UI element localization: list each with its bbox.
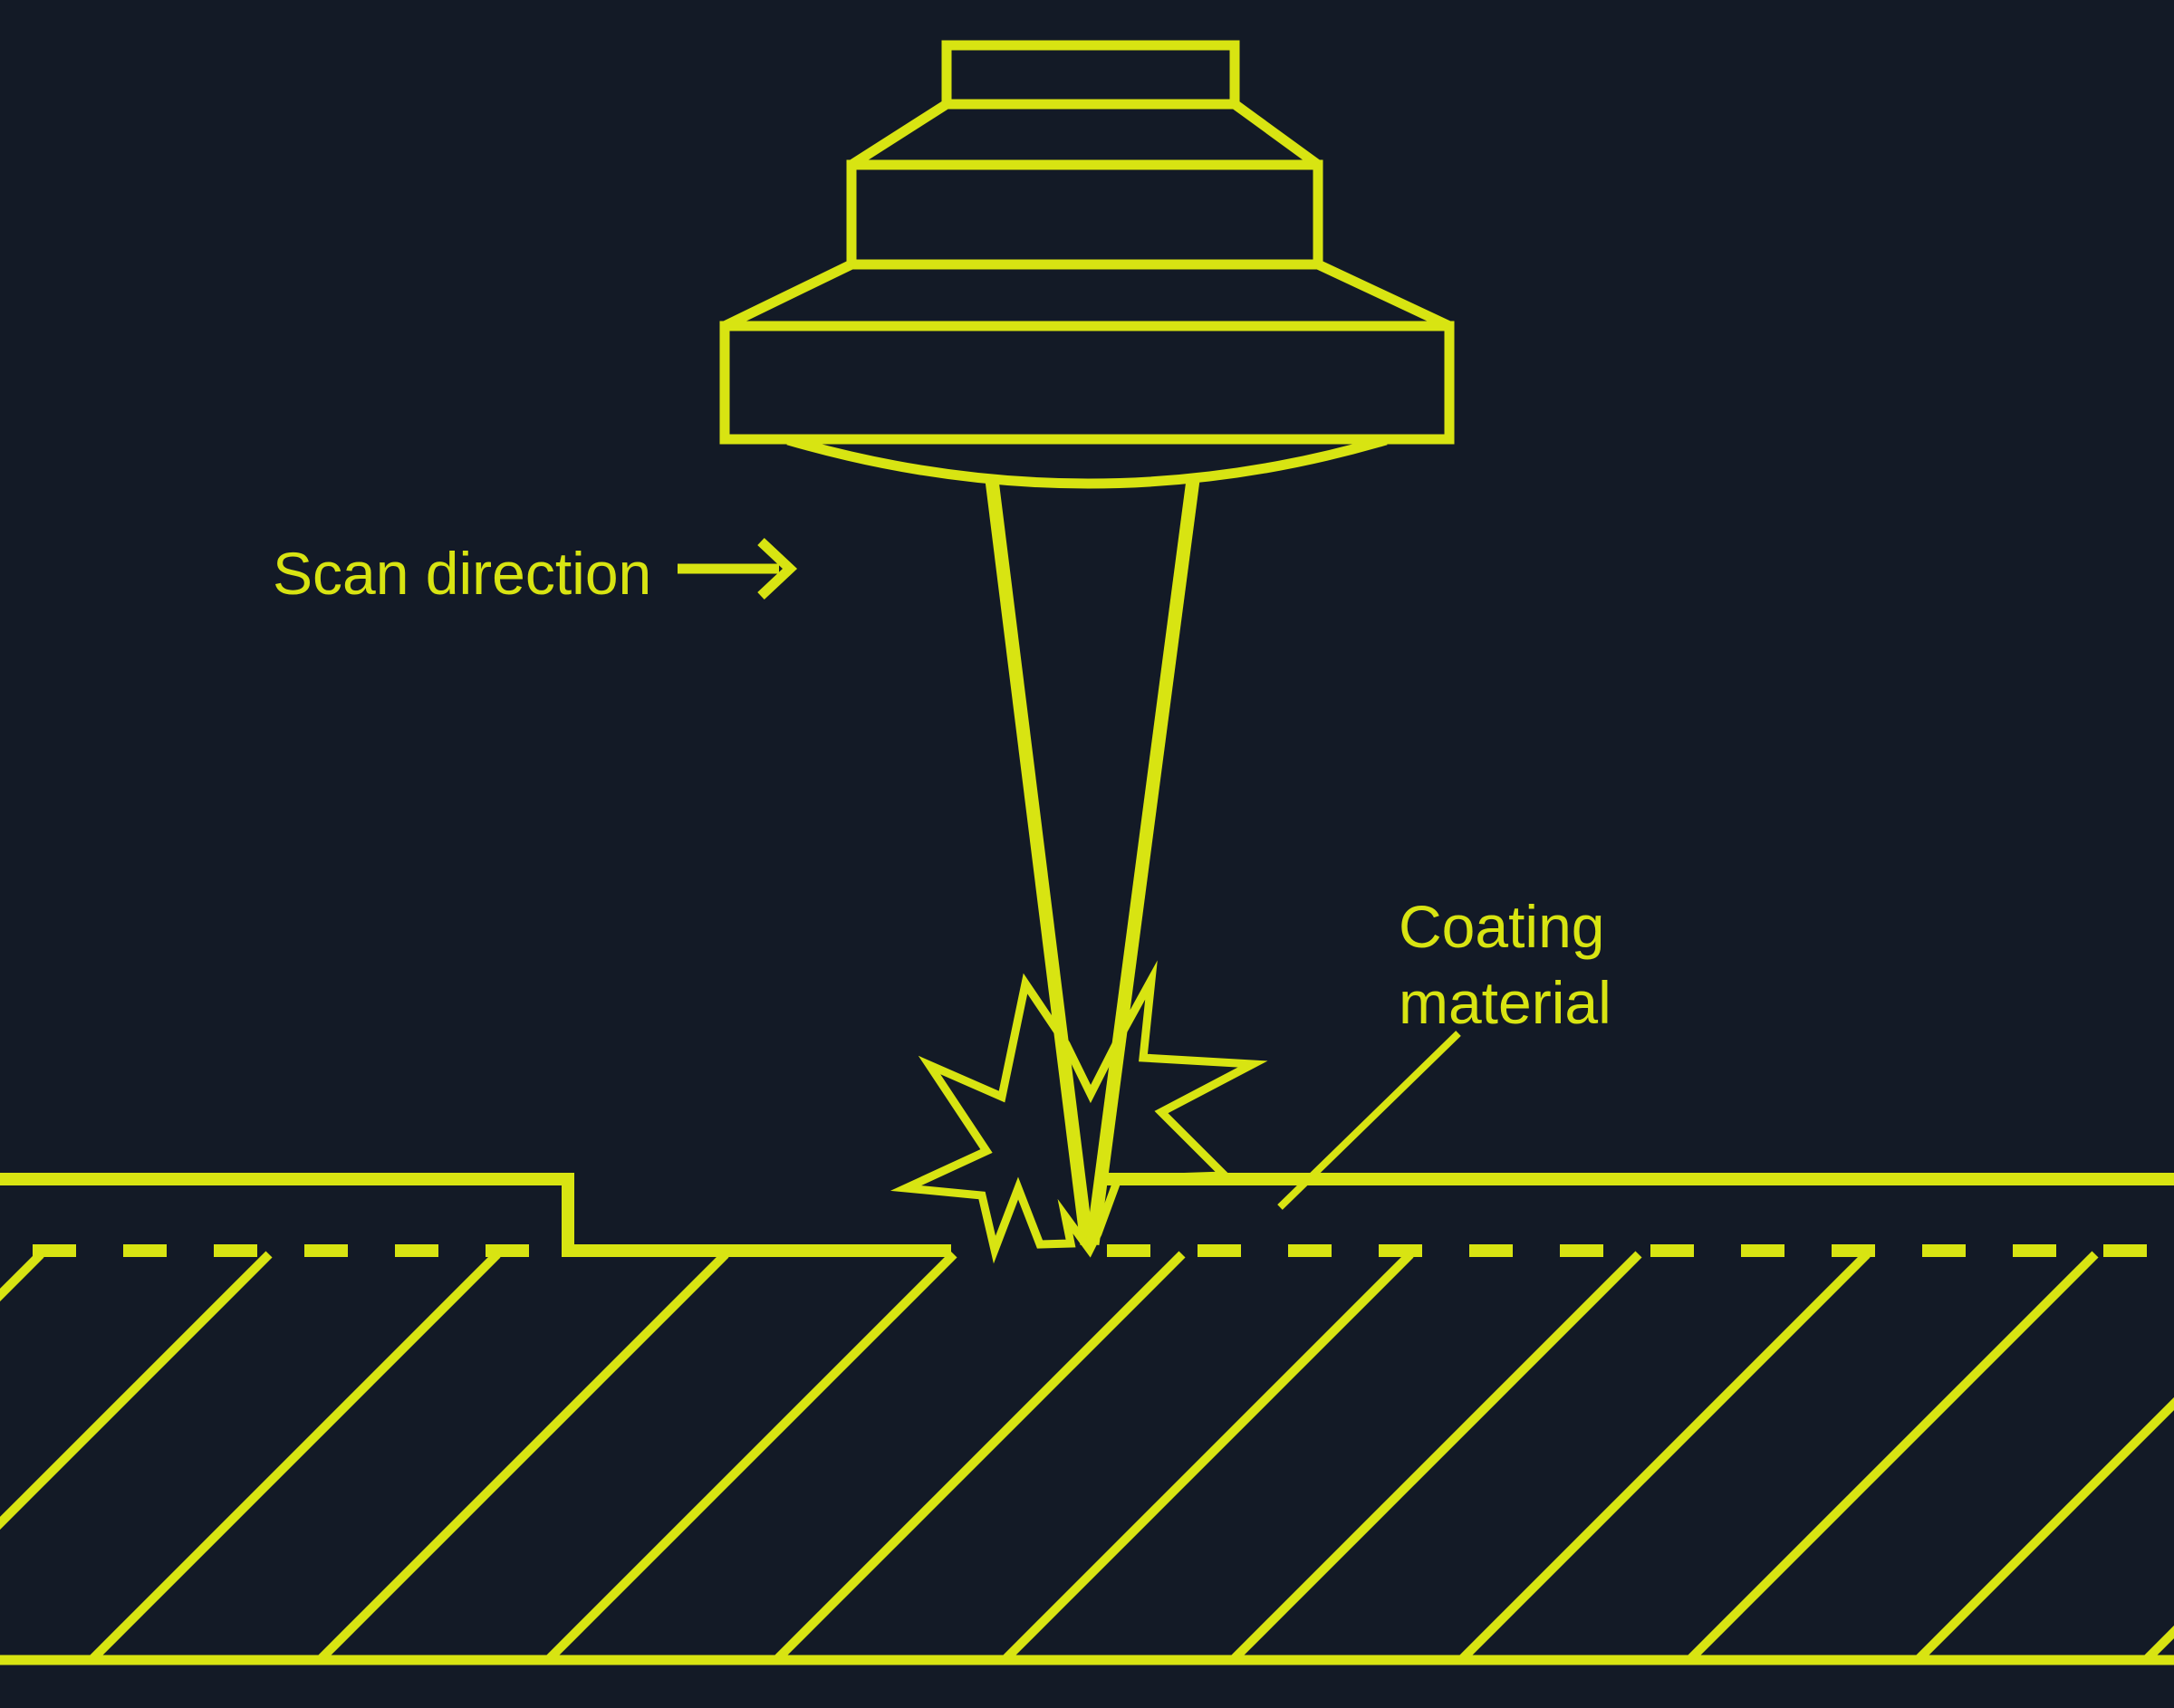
laser-beam xyxy=(985,479,1200,1245)
coating-surface-left-step xyxy=(0,1173,951,1257)
hatch-line xyxy=(544,1251,957,1664)
coating-material-label: Coating material xyxy=(1399,888,1611,1041)
hatch-line xyxy=(0,1251,273,1530)
hatch-line xyxy=(773,1251,1186,1664)
laser-beam-right-edge xyxy=(1085,479,1200,1245)
substrate-hatch xyxy=(0,1251,2174,1664)
spark-burst-icon xyxy=(890,960,1268,1264)
hatch-line xyxy=(2142,1625,2174,1664)
hatch-line xyxy=(1001,1251,1414,1664)
nozzle-lower-shoulder xyxy=(722,260,1452,331)
coating-leader-line xyxy=(1277,1031,1461,1210)
focusing-lens-icon xyxy=(786,435,1388,489)
hatch-line xyxy=(1914,1396,2174,1664)
scan-direction-label: Scan direction xyxy=(273,540,652,607)
arrow-head xyxy=(757,537,798,600)
hatch-line xyxy=(88,1251,501,1664)
nozzle-upper-shoulder xyxy=(849,100,1322,169)
arrow-right-icon xyxy=(678,537,798,600)
hatch-line xyxy=(1686,1251,2099,1664)
hatch-line xyxy=(1457,1251,1871,1664)
coating-material-label-line2: material xyxy=(1399,969,1611,1036)
hatch-line xyxy=(1229,1251,1642,1664)
coating-layer xyxy=(0,1173,2174,1257)
hatch-line xyxy=(0,1251,44,1302)
nozzle-mid-section xyxy=(846,159,1323,270)
laser-beam-left-edge xyxy=(985,479,1094,1245)
nozzle-base-section xyxy=(719,321,1455,445)
nozzle-top-section xyxy=(941,40,1240,110)
laser-head xyxy=(719,40,1455,489)
hatch-line xyxy=(316,1251,729,1664)
coating-material-label-line1: Coating xyxy=(1399,893,1605,960)
